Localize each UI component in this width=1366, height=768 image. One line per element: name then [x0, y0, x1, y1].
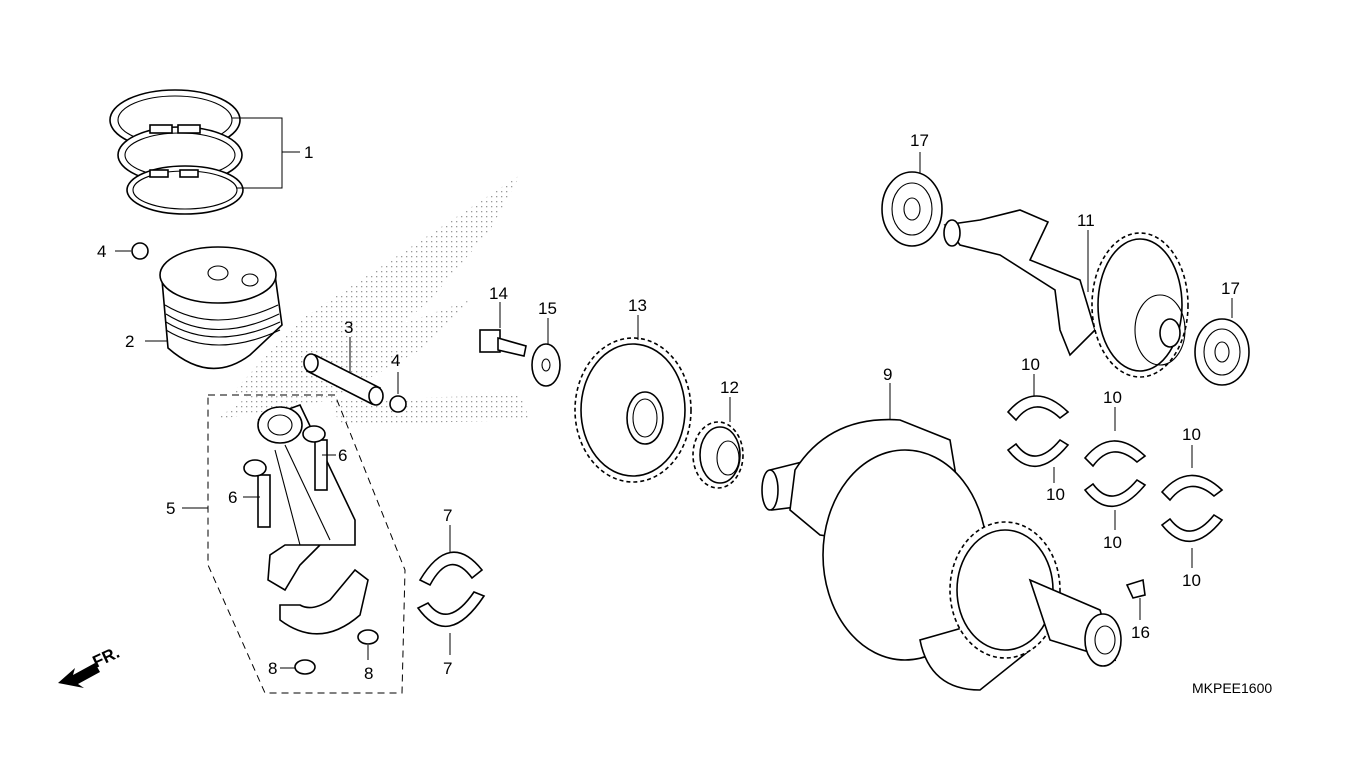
main-bearing-set-1: 10 10: [1006, 355, 1070, 504]
callout-label-8a: 8: [268, 659, 277, 678]
callout-label-5: 5: [166, 499, 175, 518]
balancer-shaft: 11: [943, 209, 1189, 378]
main-bearing-set-3: 10 10: [1160, 425, 1224, 590]
washer-15: 15: [531, 299, 561, 387]
callout-label-9: 9: [883, 365, 892, 384]
piston-rings: [109, 89, 244, 215]
callout-label-8b: 8: [364, 664, 373, 683]
callout-label-17a: 17: [910, 131, 929, 150]
callout-label-12: 12: [720, 378, 739, 397]
callout-label-10b: 10: [1046, 485, 1065, 504]
callout-label-4a: 4: [97, 242, 106, 261]
callout-label-10e: 10: [1182, 425, 1201, 444]
gear-13: 13: [574, 296, 692, 483]
callout-label-10a: 10: [1021, 355, 1040, 374]
callout-label-6a: 6: [338, 446, 347, 465]
callout-label-17b: 17: [1221, 279, 1240, 298]
bearing-17-right: 17: [1194, 279, 1250, 386]
callout-label-7a: 7: [443, 506, 452, 525]
callout-label-6b: 6: [228, 488, 237, 507]
gear-12: 12: [692, 378, 744, 489]
connecting-rod-bearings: 7 7: [416, 506, 486, 678]
callout-label-13: 13: [628, 296, 647, 315]
callout-label-3: 3: [344, 318, 353, 337]
bolt-14: 14: [479, 284, 527, 357]
piston-pin: 3: [303, 318, 384, 406]
crankshaft: 9: [761, 365, 1122, 691]
callout-label-10d: 10: [1103, 533, 1122, 552]
connecting-rod-group: 5 6 6 8 8: [166, 394, 406, 694]
callout-label-4b: 4: [391, 351, 400, 370]
piston-pin-clip-right: 4: [389, 351, 407, 413]
callout-label-10c: 10: [1103, 388, 1122, 407]
diagram-code: MKPEE1600: [1192, 680, 1272, 696]
callout-label-7b: 7: [443, 659, 452, 678]
callout-label-1: 1: [304, 143, 313, 162]
piston-pin-clip-left: 4: [97, 242, 149, 261]
callout-label-10f: 10: [1182, 571, 1201, 590]
callout-label-11: 11: [1077, 211, 1095, 230]
front-direction-arrow: FR.: [58, 643, 123, 688]
callout-1: 1: [232, 117, 313, 189]
callout-2: 2: [125, 332, 168, 351]
piston: [159, 246, 283, 370]
callout-label-2: 2: [125, 332, 134, 351]
woodruff-key: 16: [1125, 578, 1150, 642]
main-bearing-set-2: 10 10: [1083, 388, 1147, 552]
bearing-17-left: 17: [881, 131, 943, 247]
callout-label-16: 16: [1131, 623, 1150, 642]
callout-label-14: 14: [489, 284, 508, 303]
callout-label-15: 15: [538, 299, 557, 318]
